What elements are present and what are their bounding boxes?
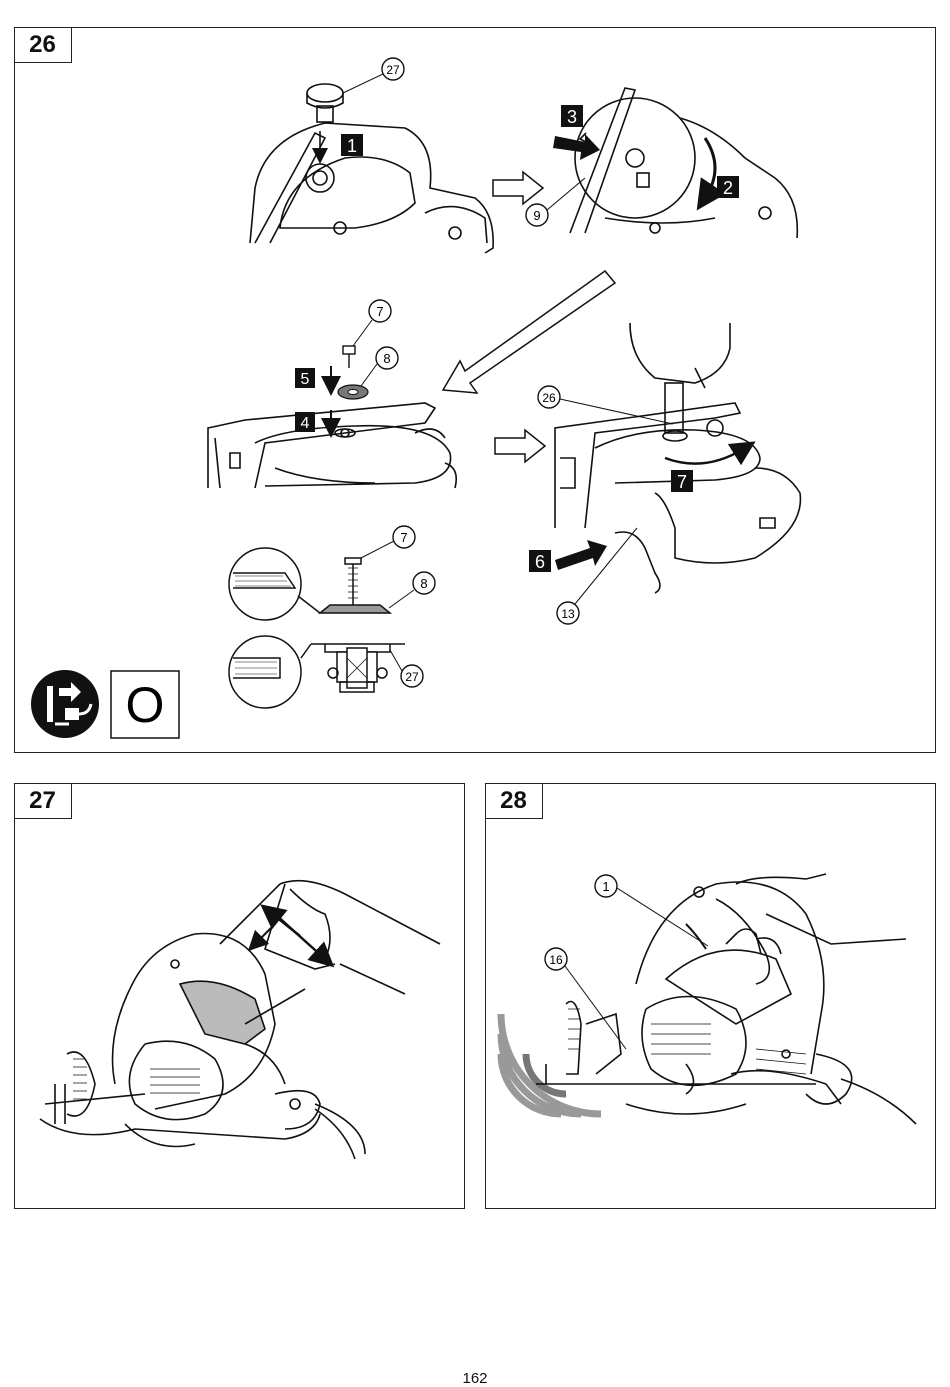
- svg-text:8: 8: [383, 351, 390, 366]
- figure-26-illustration: 1 27 3 2 9: [15, 28, 935, 752]
- svg-text:27: 27: [386, 63, 400, 77]
- svg-text:13: 13: [561, 607, 575, 621]
- svg-text:1: 1: [602, 879, 609, 894]
- screw-7: [343, 346, 355, 368]
- figure-26-panel: 26 1 27: [14, 27, 936, 753]
- saw-view-middle-left: [208, 403, 456, 488]
- page-number: 162: [0, 1370, 950, 1387]
- svg-text:9: 9: [533, 208, 540, 223]
- transition-arrow-diagonal: [443, 271, 615, 393]
- svg-text:7: 7: [376, 304, 383, 319]
- transition-arrow-right-lower: [495, 430, 545, 462]
- push-arrow-3: [553, 134, 600, 160]
- figure-28-panel: 28: [485, 783, 936, 1209]
- figure-27-illustration: [15, 784, 464, 1208]
- svg-text:5: 5: [301, 371, 310, 388]
- svg-text:4: 4: [301, 415, 310, 432]
- saw-view-top-left: [250, 84, 493, 253]
- figure-27-panel: 27: [14, 783, 465, 1209]
- cross-section-detail: [229, 548, 405, 708]
- svg-text:2: 2: [723, 178, 733, 198]
- svg-text:27: 27: [405, 670, 419, 684]
- transition-arrow-right: [493, 172, 543, 204]
- push-arrow-6: [555, 540, 607, 570]
- step-1-label: 1: [347, 136, 357, 156]
- svg-text:7: 7: [677, 472, 687, 492]
- svg-text:8: 8: [420, 576, 427, 591]
- svg-text:16: 16: [549, 953, 563, 967]
- saw-view-top-right: [570, 88, 797, 238]
- svg-text:6: 6: [535, 552, 545, 572]
- figure-28-illustration: 1 16: [486, 784, 935, 1208]
- lock-off-label: O: [126, 677, 165, 733]
- svg-text:3: 3: [567, 107, 577, 127]
- noise-waves: [501, 1014, 601, 1114]
- unplug-power-icon: [31, 670, 99, 738]
- svg-text:7: 7: [400, 530, 407, 545]
- svg-text:26: 26: [542, 391, 556, 405]
